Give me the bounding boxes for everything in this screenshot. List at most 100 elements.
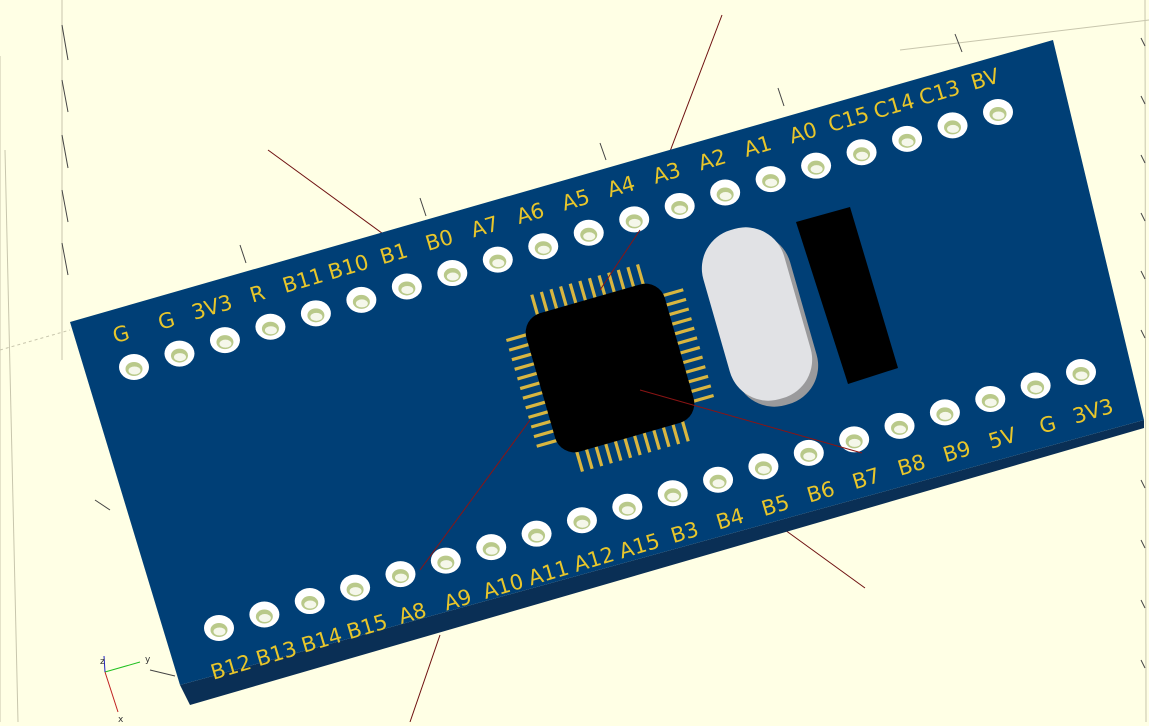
chip-pin bbox=[680, 419, 690, 442]
bottom-pin-hole-12 bbox=[748, 453, 779, 480]
chip-pin bbox=[671, 422, 681, 445]
chip-pin bbox=[664, 297, 687, 307]
bottom-pin-hole-3 bbox=[340, 574, 371, 601]
chip-pin bbox=[632, 433, 642, 456]
chip-pin bbox=[667, 307, 690, 317]
chip-pin bbox=[587, 277, 598, 300]
bottom-pin-hole-13 bbox=[793, 439, 824, 466]
bottom-pin-hole-4 bbox=[385, 561, 416, 588]
chip-pin bbox=[594, 444, 604, 467]
chip-pin bbox=[530, 419, 553, 429]
bottom-pin-hole-17 bbox=[975, 385, 1006, 412]
top-pin-hole-1 bbox=[164, 340, 195, 367]
chip-pin bbox=[635, 263, 646, 286]
top-pin-holes bbox=[119, 99, 1013, 380]
top-pin-hole-5 bbox=[346, 286, 377, 313]
chip-pin bbox=[528, 409, 551, 419]
top-pin-hole-0 bbox=[119, 354, 149, 380]
chip-pin bbox=[533, 429, 556, 439]
black-component[interactable] bbox=[796, 207, 898, 384]
bottom-pin-hole-9 bbox=[612, 493, 643, 520]
chip-pin bbox=[692, 393, 715, 404]
top-pin-hole-10 bbox=[573, 219, 604, 246]
top-pin-hole-15 bbox=[801, 152, 832, 179]
chip-pin bbox=[536, 438, 559, 448]
bottom-pin-hole-6 bbox=[476, 534, 507, 561]
gizmo-y-label: y bbox=[145, 655, 151, 665]
top-pin-hole-12 bbox=[664, 192, 695, 219]
bottom-pin-label-18: G bbox=[1036, 411, 1058, 439]
chip-pin bbox=[678, 345, 701, 356]
bottom-pin-hole-11 bbox=[703, 466, 734, 493]
top-pin-hole-19 bbox=[983, 99, 1013, 125]
chip-body bbox=[525, 283, 695, 453]
chip-pin bbox=[539, 291, 549, 314]
microcontroller-chip[interactable] bbox=[496, 254, 724, 482]
chip-pin bbox=[651, 427, 661, 450]
bottom-pin-hole-19 bbox=[1066, 359, 1096, 385]
chip-pin bbox=[525, 400, 548, 410]
chip-pin bbox=[680, 355, 704, 365]
chip-pin bbox=[511, 352, 534, 362]
chip-pin bbox=[661, 288, 684, 298]
bottom-pin-hole-14 bbox=[839, 426, 870, 453]
chip-pin bbox=[616, 269, 626, 292]
bottom-pin-hole-16 bbox=[929, 399, 960, 426]
chip-pin bbox=[514, 361, 537, 371]
chip-pin bbox=[505, 332, 528, 343]
black-component-body bbox=[796, 207, 898, 384]
top-pin-label-3: R bbox=[247, 280, 268, 307]
chip-pin bbox=[549, 288, 559, 311]
bottom-pin-hole-5 bbox=[430, 547, 461, 574]
chip-pin bbox=[574, 450, 585, 473]
chip-pin bbox=[669, 317, 692, 327]
gizmo-z-label: z bbox=[100, 657, 105, 667]
chip-pin bbox=[559, 286, 569, 309]
bottom-pin-hole-15 bbox=[884, 412, 915, 439]
chip-pin bbox=[530, 294, 540, 317]
chip-pins bbox=[505, 263, 715, 473]
chip-pin bbox=[626, 266, 636, 289]
chip-pin bbox=[675, 336, 698, 346]
chip-pin bbox=[642, 430, 652, 453]
top-pin-label-0: G bbox=[110, 320, 132, 348]
chip-pin bbox=[622, 436, 633, 459]
gizmo-x-label: x bbox=[118, 715, 124, 722]
chip-pin bbox=[661, 425, 671, 448]
bottom-pin-hole-1 bbox=[249, 601, 280, 628]
chip-pin bbox=[522, 390, 545, 400]
axis-lines-front bbox=[419, 229, 863, 571]
chip-pin bbox=[508, 342, 531, 352]
top-pin-hole-17 bbox=[892, 125, 923, 152]
chip-pin bbox=[603, 441, 613, 464]
bottom-pin-hole-8 bbox=[566, 507, 597, 534]
top-pin-hole-3 bbox=[255, 313, 286, 340]
bottom-pin-hole-18 bbox=[1020, 372, 1051, 399]
top-pin-hole-4 bbox=[300, 300, 331, 327]
bottom-pin-holes bbox=[204, 359, 1096, 641]
chip-pin bbox=[613, 438, 623, 462]
chip-pin bbox=[578, 280, 588, 303]
bottom-pin-hole-10 bbox=[657, 480, 688, 507]
top-pin-hole-16 bbox=[846, 139, 877, 166]
top-pin-hole-18 bbox=[937, 112, 968, 139]
board-front-edge bbox=[180, 420, 1144, 705]
top-pin-hole-13 bbox=[710, 179, 741, 206]
ruler-ticks bbox=[61, 24, 1146, 677]
top-pin-hole-8 bbox=[482, 246, 513, 273]
axis-gizmo: y z x bbox=[100, 655, 151, 725]
chip-pin bbox=[568, 283, 578, 306]
crystal-oscillator[interactable] bbox=[692, 218, 827, 416]
bottom-pin-hole-7 bbox=[521, 520, 552, 547]
chip-pin bbox=[686, 374, 709, 384]
top-pin-label-1: G bbox=[155, 307, 177, 335]
chip-pin bbox=[689, 384, 712, 394]
chip-pin bbox=[516, 371, 540, 381]
top-pin-hole-2 bbox=[209, 327, 240, 354]
chip-pin bbox=[672, 326, 695, 336]
chip-pin bbox=[584, 447, 594, 470]
bottom-pin-hole-2 bbox=[294, 588, 325, 615]
bottom-pin-hole-0 bbox=[204, 615, 234, 641]
